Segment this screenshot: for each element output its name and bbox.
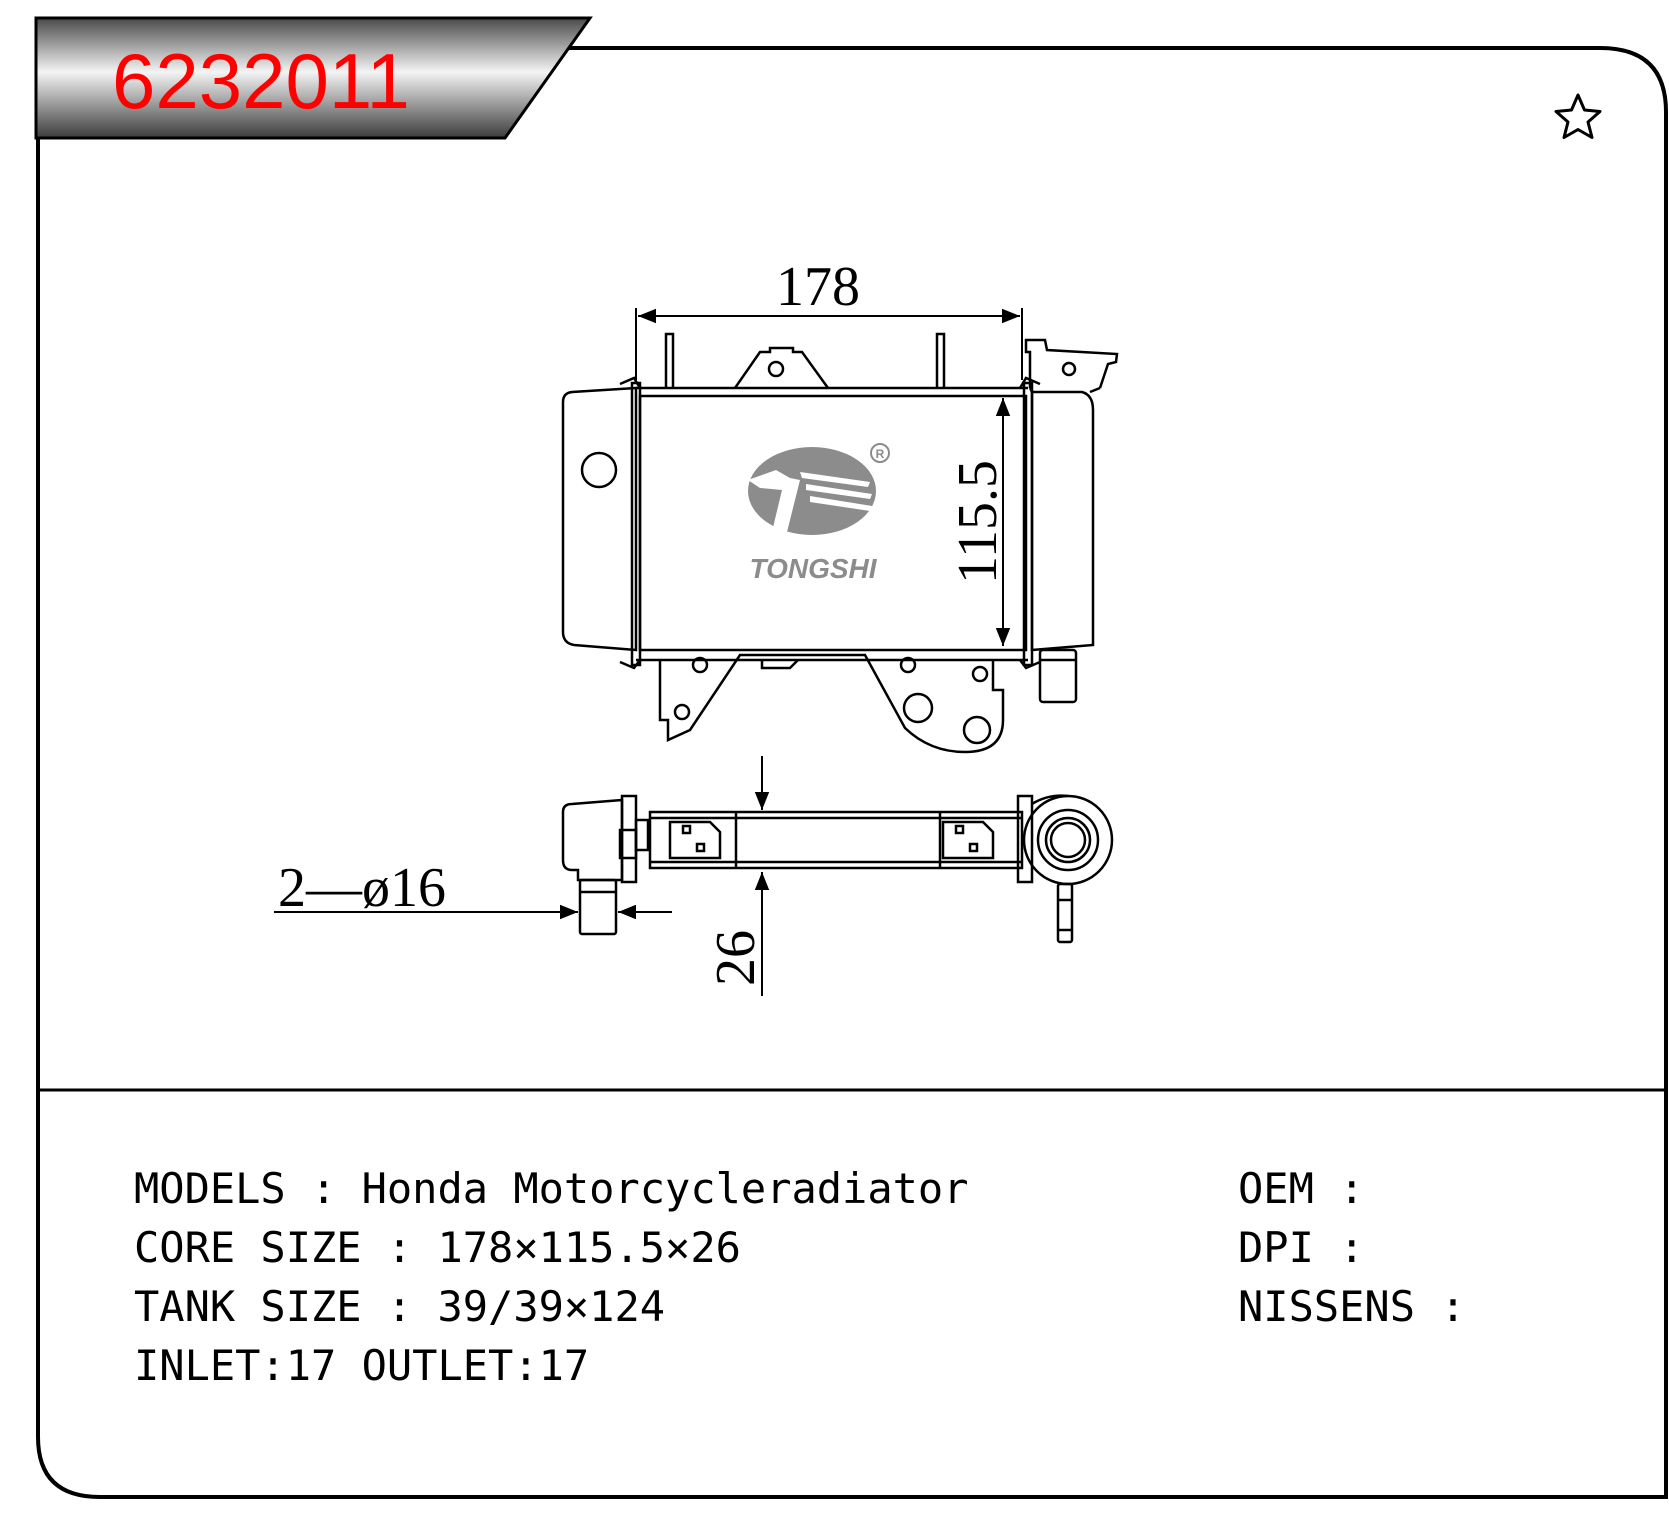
outlet-pipe — [1038, 648, 1078, 704]
filler-cap — [1024, 338, 1119, 389]
sheet-frame — [36, 46, 1668, 1499]
models-row: MODELS : Honda Motorcycleradiator — [134, 1164, 968, 1213]
inlet-outlet-row: INLET:17 OUTLET:17 — [134, 1341, 589, 1390]
svg-text:R: R — [876, 447, 885, 461]
dimension-width-label: 178 — [776, 256, 860, 318]
radiator-front-view — [561, 332, 1119, 754]
oem-row: OEM : — [1238, 1164, 1364, 1213]
dimension-depth-label: 26 — [705, 930, 767, 986]
dimension-height-label: 115.5 — [947, 460, 1009, 584]
core-size-row: CORE SIZE : 178×115.5×26 — [134, 1223, 741, 1272]
radiator-top-view — [561, 794, 1114, 944]
lower-bracket — [658, 653, 1005, 754]
specs-block: MODELS : Honda Motorcycleradiator CORE S… — [134, 1164, 1466, 1390]
part-number-tab: 6232011 — [34, 16, 593, 140]
dpi-row: DPI : — [1238, 1223, 1364, 1272]
nissens-row: NISSENS : — [1238, 1282, 1466, 1331]
star-outline-icon[interactable] — [1554, 93, 1602, 139]
registered-mark — [870, 443, 890, 463]
filler-neck-circle — [580, 451, 618, 489]
tank-size-row: TANK SIZE : 39/39×124 — [134, 1282, 665, 1331]
tongshi-logo: R TONGSHI — [748, 443, 890, 584]
left-tank — [561, 386, 638, 652]
dimension-width — [635, 308, 1023, 380]
part-number: 6232011 — [112, 37, 410, 125]
dimension-pipe-label: 2—ø16 — [278, 857, 446, 919]
logo-text: TONGSHI — [749, 553, 877, 584]
right-tank — [1030, 390, 1095, 652]
